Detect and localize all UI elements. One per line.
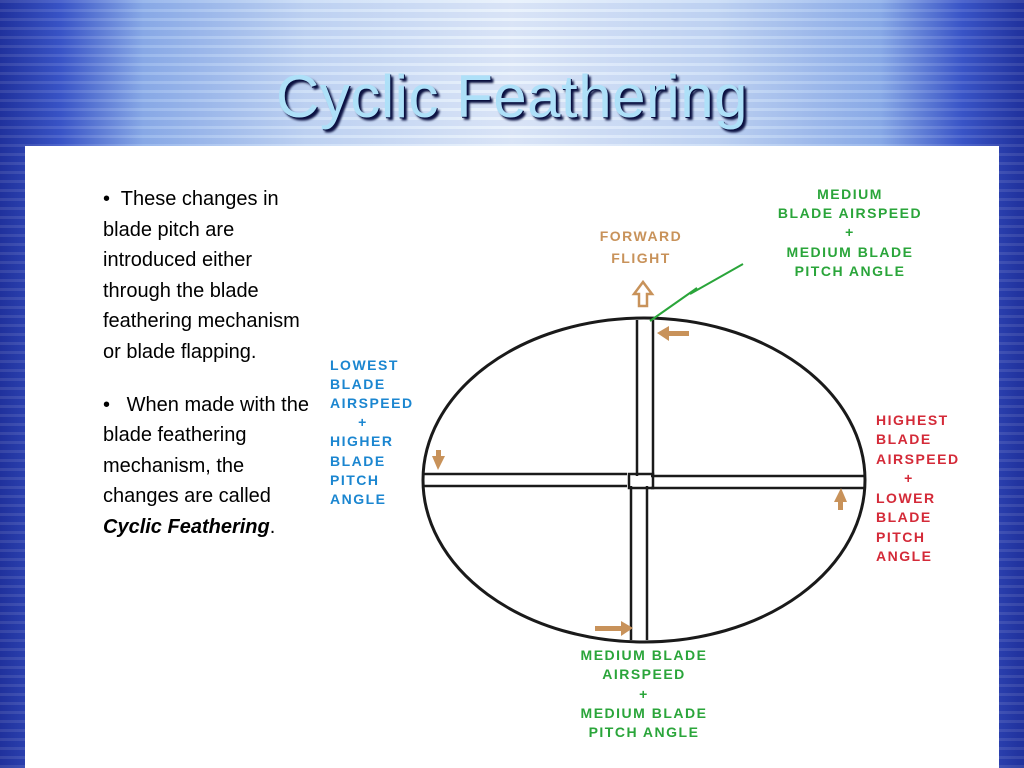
top-right-label-line-3: + [845,224,855,240]
top-right-label-line-4: MEDIUM BLADE [787,244,914,260]
slide-title: Cyclic Feathering [275,63,748,130]
right-label-line-7: PITCH [876,529,926,545]
bullet-item-1: • These changes in blade pitch are intro… [103,188,300,363]
rotor-diagram: FORWARD FLIGHT MEDIUM BLADE AIRSPEED + M… [330,186,960,740]
bottom-label-line-4: MEDIUM BLADE [581,705,708,721]
arrow-left-icon [432,450,445,470]
right-label-line-3: AIRSPEED [876,451,960,467]
right-label-line-8: ANGLE [876,548,933,564]
leader-line [649,263,744,322]
rotor-disc [421,316,867,644]
bullet-item-2: • When made with the blade feathering me… [103,393,309,538]
arrow-bottom-icon [595,621,633,636]
arrow-top-icon [657,326,689,341]
right-label: HIGHEST BLADE AIRSPEED + LOWER BLADE PIT… [876,412,960,564]
left-label: LOWEST BLADE AIRSPEED + HIGHER BLADE PIT… [330,357,414,507]
right-label-line-2: BLADE [876,431,932,447]
rotor-blades [423,320,865,640]
arrow-right-icon [834,488,847,510]
left-label-line-2: BLADE [330,376,386,392]
bottom-label-line-5: PITCH ANGLE [589,724,700,740]
bullet-1-text: These changes in blade pitch are introdu… [103,188,300,363]
left-label-line-8: ANGLE [330,491,387,507]
content-panel: • These changes in blade pitch are intro… [25,146,999,768]
bullet-2-suffix: . [269,515,276,538]
right-label-line-6: BLADE [876,509,932,525]
forward-arrow-icon [631,279,655,308]
rotor-hub [627,472,655,490]
top-right-label-line-5: PITCH ANGLE [795,263,906,279]
left-label-line-6: BLADE [330,453,386,469]
top-right-label-line-2: BLADE AIRSPEED [778,205,922,221]
bullet-2-prefix: When made with the blade feathering mech… [103,393,309,508]
bottom-label-line-3: + [639,686,649,702]
bottom-label-line-1: MEDIUM BLADE [581,647,708,663]
forward-flight-line-1: FORWARD [600,228,683,244]
left-label-line-3: AIRSPEED [330,395,414,411]
right-label-line-1: HIGHEST [876,412,949,428]
left-label-line-4: + [358,414,368,430]
right-label-line-4: + [904,470,914,486]
left-label-line-1: LOWEST [330,357,399,373]
bullet-2-emphasis: Cyclic Feathering [103,515,270,538]
bullet-list: • These changes in blade pitch are intro… [103,184,313,565]
forward-flight-line-2: FLIGHT [611,250,671,266]
left-label-line-7: PITCH [330,472,380,488]
left-label-line-5: HIGHER [330,433,393,449]
bottom-label-line-2: AIRSPEED [602,666,686,682]
right-label-line-5: LOWER [876,490,936,506]
top-right-label-line-1: MEDIUM [817,186,883,202]
rotation-arrows [432,326,847,636]
